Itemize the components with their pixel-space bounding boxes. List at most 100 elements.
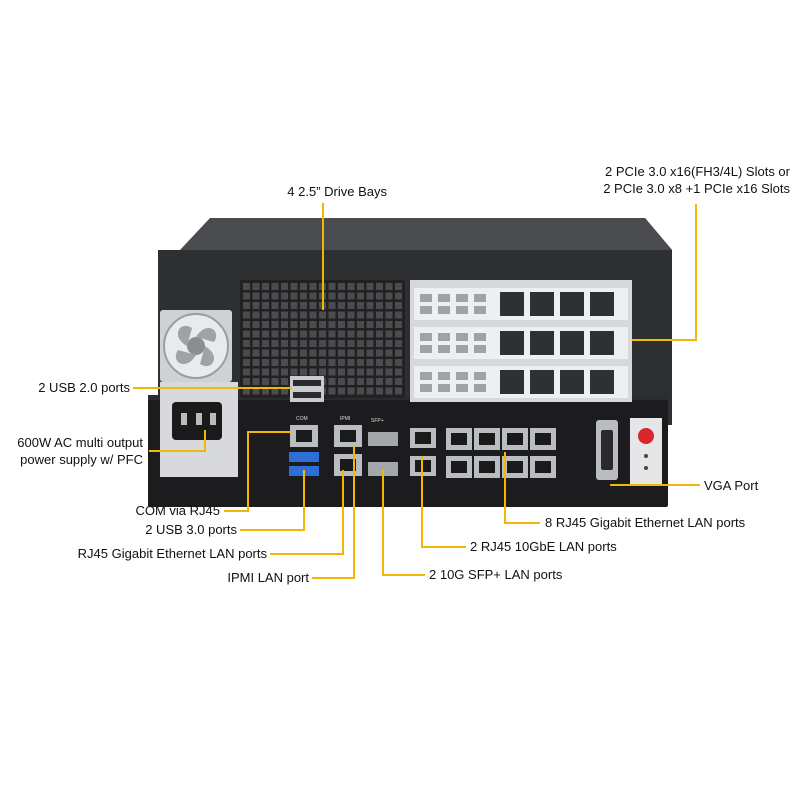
- vent-hole: [281, 387, 288, 395]
- vent-hole: [319, 359, 326, 366]
- psu-label-line2: power supply w/ PFC: [20, 452, 143, 467]
- vent-hole: [357, 292, 364, 300]
- rj45-socket: [535, 461, 551, 473]
- vent-hole: [357, 378, 364, 385]
- vent-hole: [309, 340, 317, 347]
- vent-hole: [366, 321, 374, 328]
- vent-hole: [328, 340, 336, 347]
- vent-hole: [357, 340, 364, 347]
- vent-hole: [281, 330, 288, 338]
- vent-hole: [262, 302, 269, 309]
- vent-hole: [395, 359, 402, 366]
- pcie-vent: [474, 372, 486, 380]
- vent-hole: [300, 311, 307, 319]
- vent-hole: [395, 378, 402, 385]
- vent-hole: [328, 349, 336, 357]
- vent-hole: [300, 359, 307, 366]
- vent-hole: [395, 292, 402, 300]
- rj45-socket: [507, 461, 523, 473]
- pcie-vent: [438, 372, 450, 380]
- vent-hole: [243, 311, 250, 319]
- vent-hole: [328, 302, 336, 309]
- pcie-vent: [438, 384, 450, 392]
- pcie-port: [590, 331, 614, 355]
- vent-hole: [243, 349, 250, 357]
- vent-hole: [357, 368, 364, 376]
- pcie-vent: [474, 294, 486, 302]
- vent-hole: [338, 378, 345, 385]
- vent-hole: [319, 321, 326, 328]
- vent-hole: [281, 349, 288, 357]
- vent-hole: [290, 321, 298, 328]
- vga-label: VGA Port: [704, 478, 759, 493]
- vent-hole: [385, 283, 393, 290]
- com-label: COM via RJ45: [135, 503, 220, 518]
- vent-hole: [395, 340, 402, 347]
- pcie-port: [500, 331, 524, 355]
- vent-hole: [338, 340, 345, 347]
- vent-hole: [376, 283, 383, 290]
- vent-hole: [347, 378, 355, 385]
- vent-hole: [366, 349, 374, 357]
- vent-hole: [376, 368, 383, 376]
- vent-hole: [243, 330, 250, 338]
- vent-hole: [357, 311, 364, 319]
- rj45-socket: [451, 461, 467, 473]
- rj45-socket: [507, 433, 523, 445]
- vent-hole: [271, 378, 279, 385]
- vent-hole: [366, 302, 374, 309]
- rj45-10g-label: 2 RJ45 10GbE LAN ports: [470, 539, 617, 554]
- vent-hole: [271, 387, 279, 395]
- vent-hole: [347, 340, 355, 347]
- power-button-icon: [630, 418, 662, 486]
- vent-hole: [338, 359, 345, 366]
- usb3-label: 2 USB 3.0 ports: [145, 522, 237, 537]
- vent-hole: [366, 311, 374, 319]
- vent-hole: [385, 368, 393, 376]
- vent-hole: [328, 321, 336, 328]
- vent-hole: [290, 311, 298, 319]
- vent-hole: [252, 387, 260, 395]
- vent-hole: [395, 283, 402, 290]
- pcie-port: [530, 370, 554, 394]
- vent-hole: [357, 387, 364, 395]
- pcie-port: [590, 292, 614, 316]
- ipmi-panel-label: IPMI: [340, 416, 350, 422]
- vent-hole: [290, 359, 298, 366]
- vent-hole: [271, 349, 279, 357]
- vent-hole: [300, 368, 307, 376]
- vent-hole: [376, 321, 383, 328]
- vent-hole: [395, 368, 402, 376]
- vent-hole: [347, 359, 355, 366]
- vent-hole: [309, 349, 317, 357]
- vent-hole: [262, 292, 269, 300]
- vent-hole: [385, 330, 393, 338]
- vent-hole: [385, 378, 393, 385]
- vent-hole: [252, 283, 260, 290]
- vent-hole: [262, 387, 269, 395]
- vent-hole: [281, 302, 288, 309]
- usb2-label: 2 USB 2.0 ports: [38, 380, 130, 395]
- pcie-vent: [474, 333, 486, 341]
- drive-bays-label: 4 2.5” Drive Bays: [287, 184, 387, 199]
- vent-hole: [300, 340, 307, 347]
- vent-hole: [309, 311, 317, 319]
- vent-hole: [366, 292, 374, 300]
- pcie-vent: [420, 372, 432, 380]
- vent-hole: [252, 330, 260, 338]
- rj45-socket: [479, 461, 495, 473]
- vent-hole: [281, 378, 288, 385]
- usb2-ports: [290, 376, 324, 402]
- pcie-port: [500, 292, 524, 316]
- pcie-port: [500, 370, 524, 394]
- vent-hole: [319, 330, 326, 338]
- vent-hole: [290, 330, 298, 338]
- vent-hole: [347, 302, 355, 309]
- vent-hole: [395, 311, 402, 319]
- vent-hole: [252, 311, 260, 319]
- vent-hole: [243, 368, 250, 376]
- pcie-vent: [456, 372, 468, 380]
- vent-hole: [328, 311, 336, 319]
- pcie-vent: [420, 306, 432, 314]
- pcie-vent: [420, 333, 432, 341]
